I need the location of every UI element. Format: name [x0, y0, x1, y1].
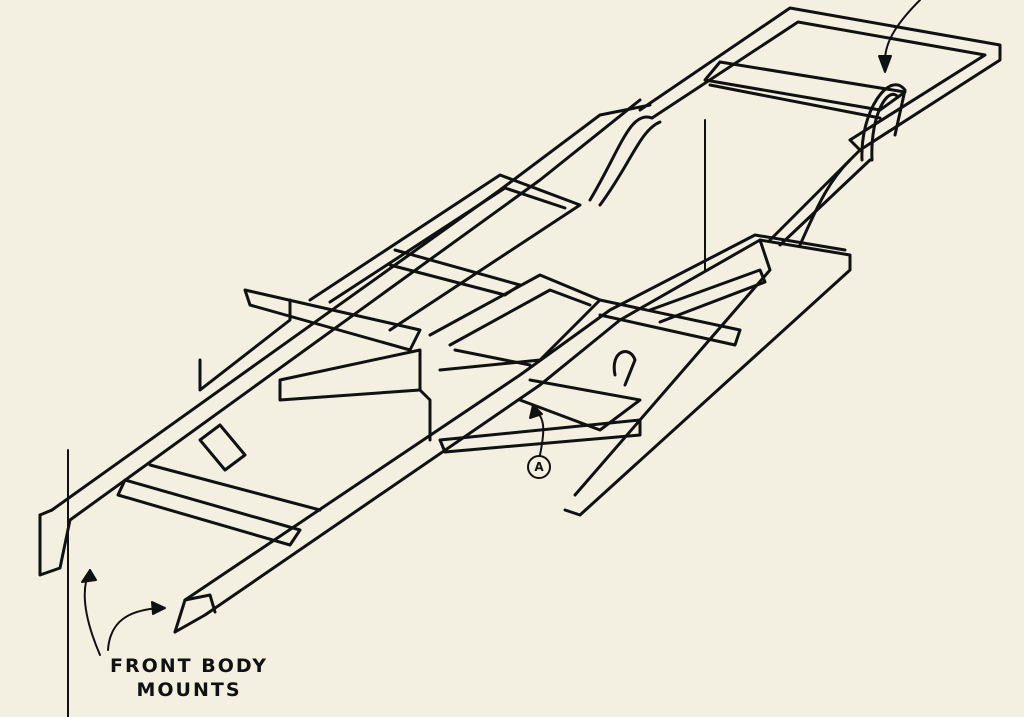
annotation-arrows [67, 0, 921, 717]
callout-marker-a: A [527, 455, 551, 479]
right-side-rail [173, 138, 872, 634]
middle-frame-section [308, 173, 767, 372]
front-body-mounts-line1: FRONT BODY [110, 655, 269, 677]
rear-frame-section [638, 6, 1002, 162]
front-crossmember-section [116, 288, 642, 547]
front-body-mounts-label: FRONT BODY MOUNTS [110, 654, 268, 702]
left-side-rail [38, 98, 662, 577]
front-body-mounts-line2: MOUNTS [136, 679, 242, 701]
